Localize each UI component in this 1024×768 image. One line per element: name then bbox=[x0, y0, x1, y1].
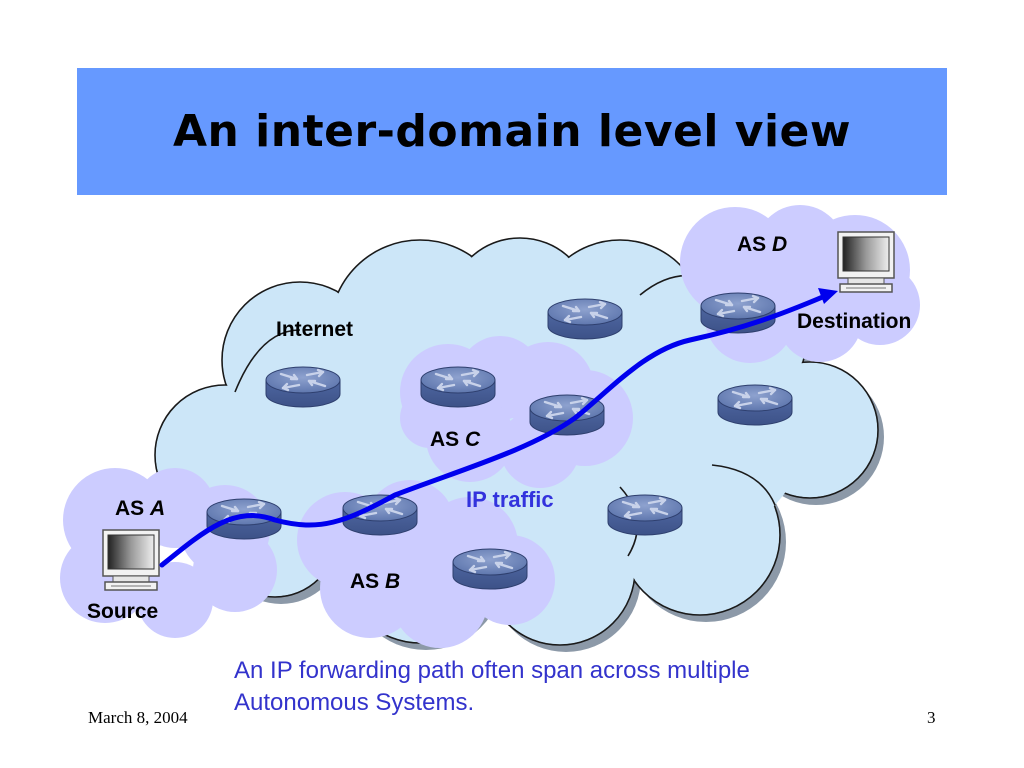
title-bar: An inter-domain level view bbox=[77, 68, 947, 195]
as-b-label: AS B bbox=[350, 570, 401, 593]
caption: An IP forwarding path often span across … bbox=[234, 655, 874, 719]
router-internet-4 bbox=[606, 493, 684, 537]
router-internet-3 bbox=[716, 383, 794, 427]
traffic-arrowhead bbox=[818, 288, 838, 304]
as-a-label: AS A bbox=[115, 497, 166, 520]
router-internet-2 bbox=[546, 297, 624, 341]
footer-date: March 8, 2004 bbox=[88, 708, 188, 727]
as-d-label: AS D bbox=[737, 233, 788, 256]
caption-line-1: An IP forwarding path often span across … bbox=[234, 657, 750, 684]
router-as-b-2 bbox=[451, 547, 529, 591]
internet-label: Internet bbox=[276, 318, 354, 341]
router-as-c-1 bbox=[419, 365, 497, 409]
source-label: Source bbox=[87, 600, 159, 623]
as-c-label: AS C bbox=[430, 428, 481, 451]
slide-title: An inter-domain level view bbox=[172, 106, 852, 157]
page-number: 3 bbox=[927, 708, 936, 727]
router-internet-1 bbox=[264, 365, 342, 409]
ip-traffic-path bbox=[159, 293, 828, 568]
ip-traffic-label: IP traffic bbox=[466, 487, 554, 512]
destination-label: Destination bbox=[797, 310, 912, 333]
caption-line-2: Autonomous Systems. bbox=[234, 689, 475, 716]
